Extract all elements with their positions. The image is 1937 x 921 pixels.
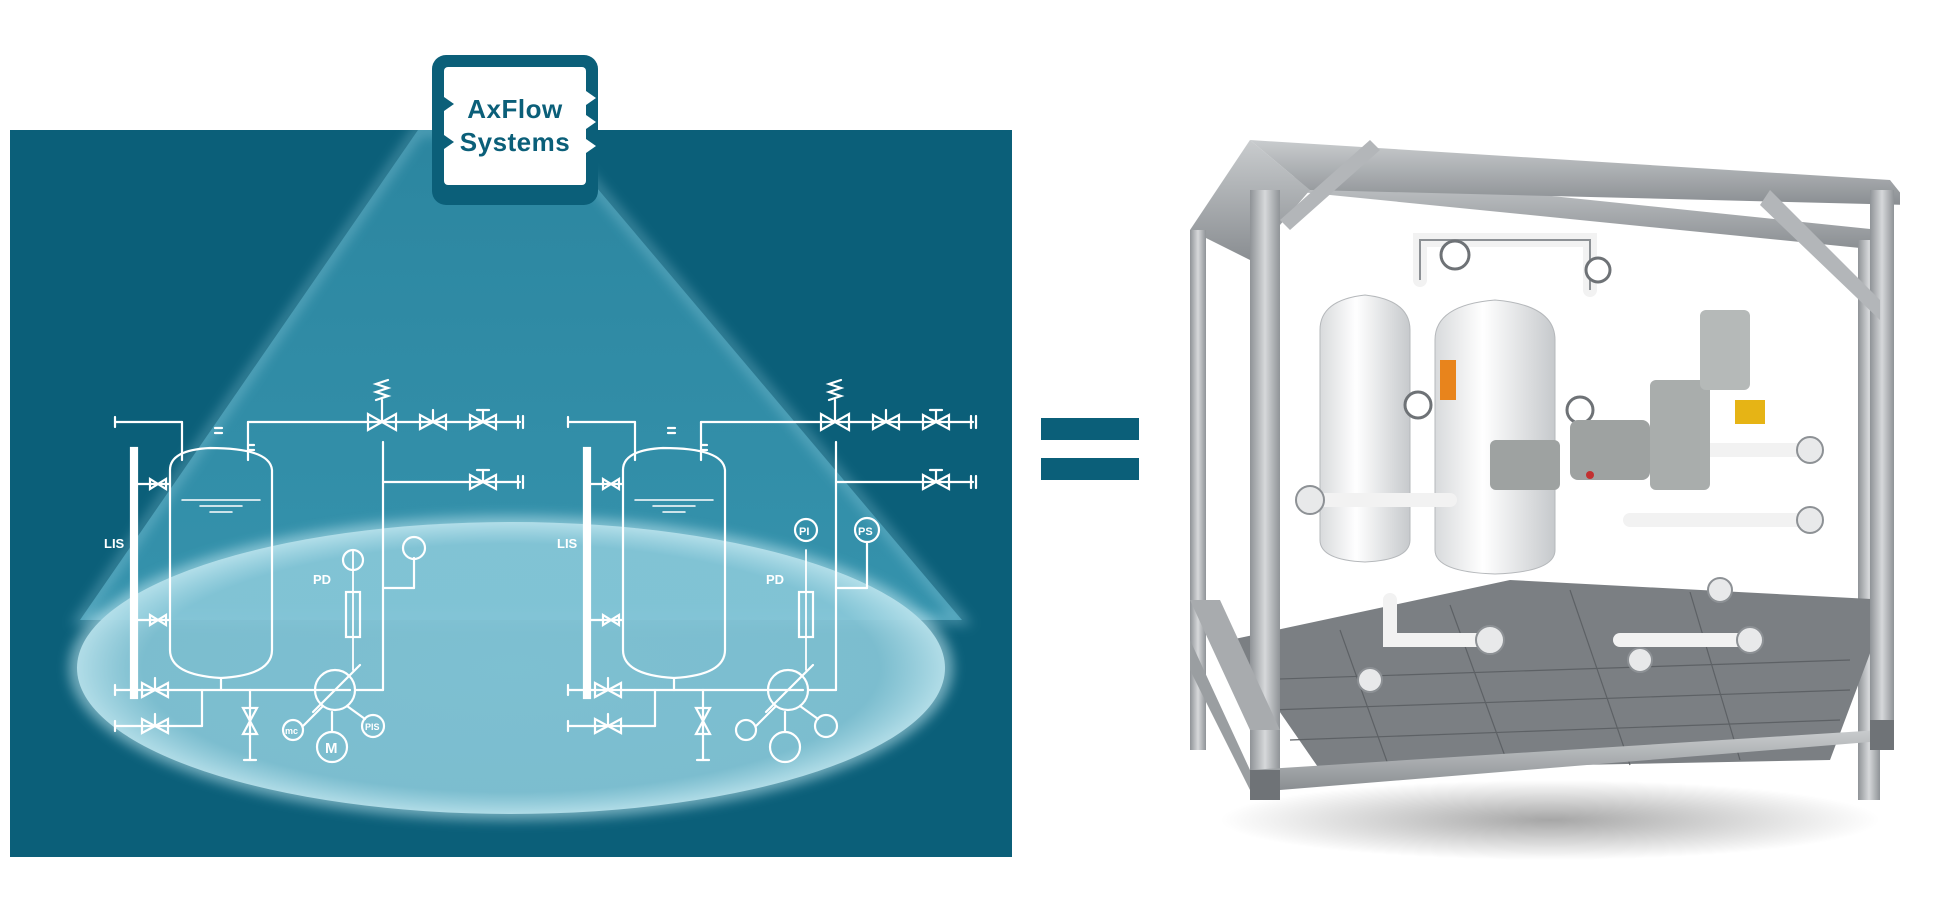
logo-arrow-right-1	[586, 91, 596, 105]
logo-arrow-right-2	[586, 115, 596, 129]
left-pd-label: PD	[313, 572, 331, 587]
light-beam	[80, 130, 962, 620]
left-motor-label: M	[325, 740, 338, 757]
axflow-systems-logo: AxFlow Systems	[432, 55, 598, 205]
logo-arrow-left-2	[444, 135, 454, 149]
right-lis-label: LIS	[557, 536, 578, 551]
logo-arrow-left-1	[444, 97, 454, 111]
right-pi-label: PI	[799, 526, 809, 538]
left-mc-label: mc	[285, 726, 298, 736]
pid-diagram: LIS PD mc PIS M LIS PD PI PS	[69, 130, 978, 820]
left-lis-label: LIS	[104, 536, 125, 551]
skid-system-photo	[1190, 80, 1910, 880]
skid-illustration	[1190, 140, 1910, 860]
logo-line-1: AxFlow	[467, 94, 563, 124]
logo-inner: AxFlow Systems	[444, 67, 586, 185]
logo-line-2: Systems	[459, 127, 571, 157]
left-pis-label: PIS	[365, 722, 380, 732]
right-ps-label: PS	[858, 526, 873, 538]
equals-bar-top	[1041, 418, 1139, 440]
left-pid-system	[113, 378, 525, 764]
right-pid-system	[566, 378, 978, 764]
equals-sign	[1041, 418, 1139, 480]
logo-arrow-right-3	[586, 139, 596, 153]
schematic-panel: LIS PD mc PIS M LIS PD PI PS	[10, 130, 1012, 857]
equals-bar-bottom	[1041, 458, 1139, 480]
right-pd-label: PD	[766, 572, 784, 587]
